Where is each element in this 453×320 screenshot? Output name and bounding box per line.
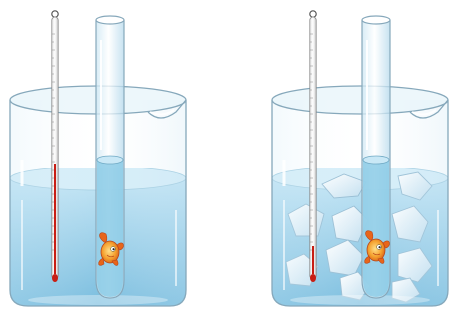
left-thermometer (52, 11, 58, 282)
left-thermometer-liquid (54, 164, 56, 274)
right-beaker (270, 86, 452, 308)
right-thermometer (310, 11, 316, 282)
right-thermometer-liquid (312, 246, 314, 274)
right-beaker-glass (272, 100, 448, 306)
right-beaker-rim (272, 86, 448, 114)
